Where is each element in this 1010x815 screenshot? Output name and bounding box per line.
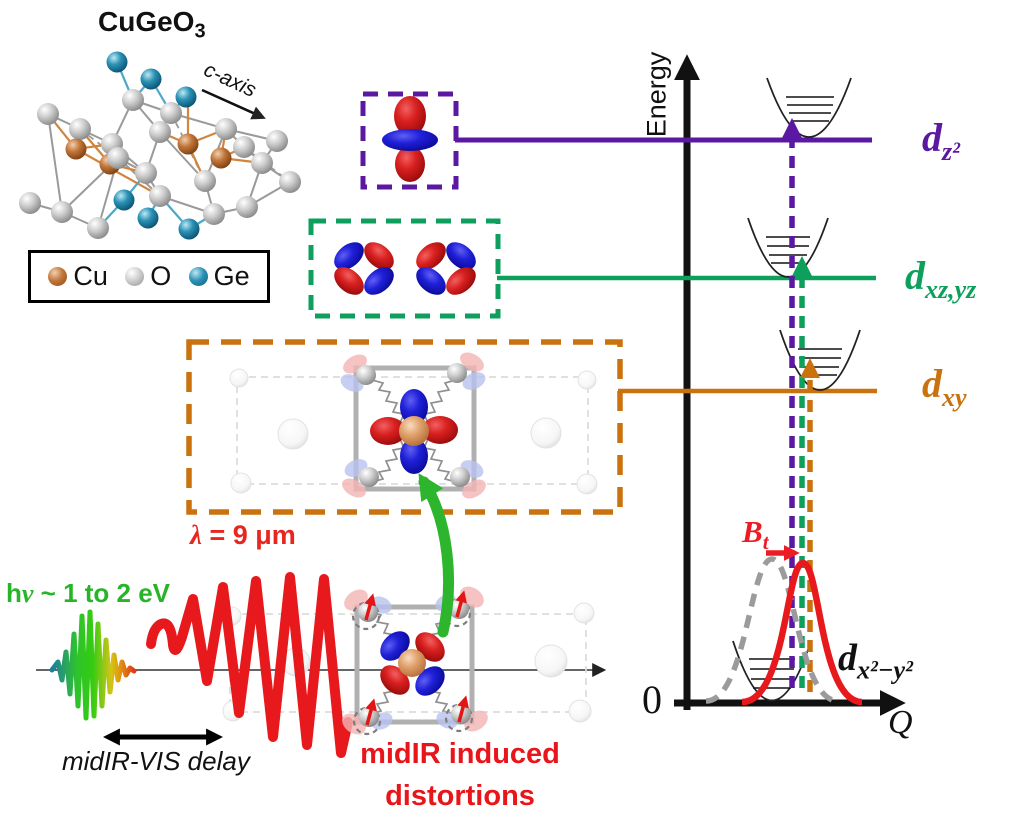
delay-label: midIR-VIS delay xyxy=(62,746,250,776)
displaced-wavepacket-gaussian xyxy=(741,559,863,706)
figure-title: CuGeO3 xyxy=(98,6,206,43)
displacement-arrows xyxy=(364,590,469,726)
cugeo3-crystal-structure xyxy=(19,51,301,240)
corner-dashed-circles xyxy=(351,598,474,736)
distortions-label: midIR induced distortions xyxy=(360,738,560,813)
midir-wavelength-label: λ = 9 μm xyxy=(190,520,296,550)
dxzyz-level-label: dxz,yz xyxy=(905,253,977,304)
cu-sphere-icon xyxy=(48,267,68,286)
crystal-atoms xyxy=(19,51,301,240)
legend-item-o: O xyxy=(125,261,171,292)
vis-energy-label: hν ~ 1 to 2 eV xyxy=(6,578,171,608)
ge-sphere-icon xyxy=(188,267,208,286)
origin-label: 0 xyxy=(642,677,662,722)
bt-label: Bt xyxy=(742,514,769,555)
legend-item-ge: Ge xyxy=(188,261,250,292)
central-orbital-dxy xyxy=(370,389,458,474)
midir-pump-pulse xyxy=(146,572,353,758)
dz2-level-label: dz² xyxy=(922,115,960,166)
dz2-orbital-box xyxy=(360,91,459,190)
central-orbital-dx2y2 xyxy=(380,631,445,696)
equilibrium-wavepacket-gaussian xyxy=(705,556,839,704)
q-axis-label: Q xyxy=(888,704,913,741)
distorted-cell-orange-box xyxy=(186,339,623,515)
dxy-level-label: dxy xyxy=(922,361,967,412)
atom-legend: Cu O Ge xyxy=(28,250,270,303)
dx2y2-level-label: dx²−y² xyxy=(838,637,913,685)
distortion-transfer-arrow xyxy=(418,473,454,638)
legend-item-cu: Cu xyxy=(48,261,108,292)
orange-dashed-border xyxy=(186,339,623,515)
energy-axis-label: Energy xyxy=(641,51,672,138)
o-sphere-icon xyxy=(125,267,145,286)
vis-probe-pulse xyxy=(49,609,137,721)
c-axis-arrow xyxy=(201,88,266,120)
midir-distortion-cell xyxy=(342,586,488,736)
dxzyz-orbital-box xyxy=(308,218,501,319)
